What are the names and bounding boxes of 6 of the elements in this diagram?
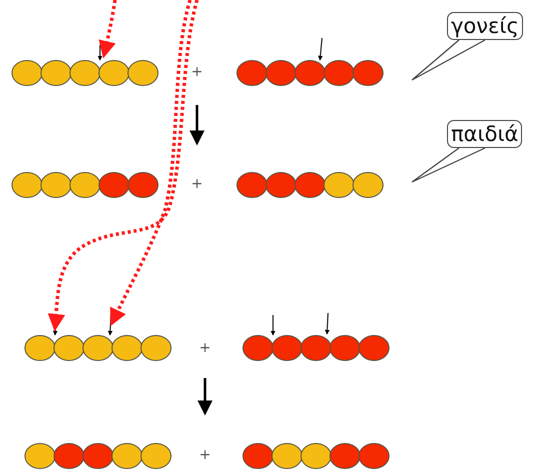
plus-sign: +: [190, 176, 204, 192]
plus-sign: +: [198, 340, 212, 356]
plus-sign: +: [198, 447, 212, 463]
plus-sign: +: [190, 64, 204, 80]
speech-bubble: γονείς: [447, 12, 523, 40]
speech-bubble: παιδιά: [447, 120, 522, 148]
